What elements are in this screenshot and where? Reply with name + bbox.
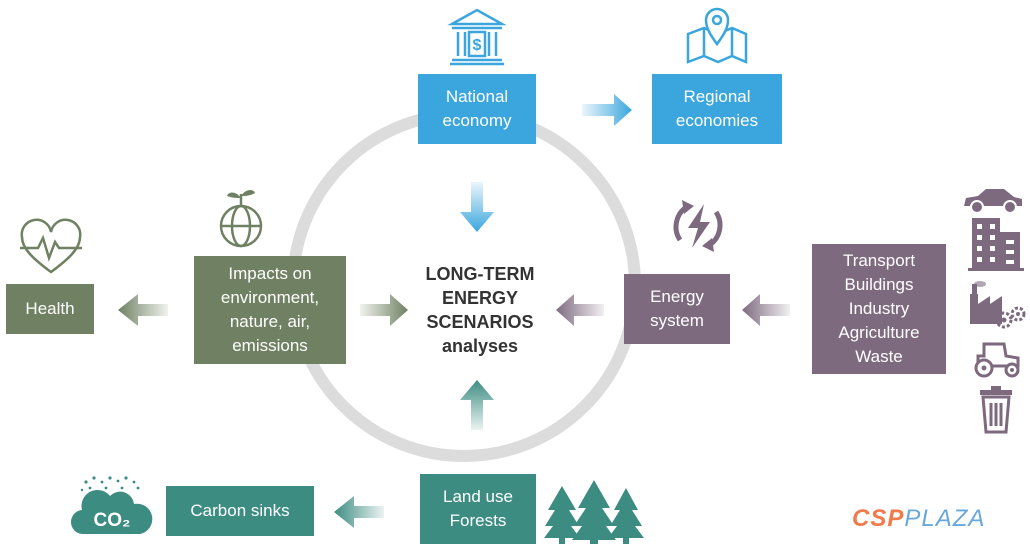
- national-economy-box: National economy: [418, 74, 536, 144]
- sector-industry: Industry: [848, 299, 910, 318]
- center-line-4: analyses: [441, 336, 519, 356]
- regional-economies-line-1: Regional: [683, 87, 751, 106]
- csp-plaza-logo: CSPPLAZA: [852, 505, 985, 533]
- land-use-line-2: Forests: [449, 511, 507, 530]
- building-icon: [968, 218, 1024, 271]
- health-label: Health: [25, 299, 75, 318]
- center-line-1: LONG-TERM: [425, 264, 535, 284]
- sectors-box: Transport Buildings Industry Agriculture…: [812, 244, 946, 374]
- logo-part-2: PLAZA: [904, 505, 986, 532]
- sector-agriculture: Agriculture: [838, 323, 920, 342]
- svg-text:$: $: [473, 37, 482, 54]
- energy-system-line-1: Energy: [650, 287, 704, 306]
- sector-transport: Transport: [842, 251, 916, 270]
- impacts-line-2: environment,: [220, 288, 320, 307]
- arrow-landuse-to-center: [460, 380, 494, 430]
- sector-buildings: Buildings: [844, 275, 914, 294]
- center-line-2: ENERGY: [441, 288, 519, 308]
- carbon-sinks-box: Carbon sinks: [166, 486, 314, 536]
- national-economy-line-1: National: [445, 87, 509, 106]
- health-box: Health: [6, 284, 94, 334]
- trash-icon: [980, 386, 1012, 434]
- lightning-cycle-icon: [673, 200, 723, 252]
- center-line-3: SCENARIOS: [426, 312, 534, 332]
- arrow-landuse-to-carbon: [334, 496, 384, 528]
- arrow-national-to-regional: [582, 94, 632, 126]
- logo-part-1: CSP: [852, 505, 905, 532]
- energy-system-box: Energy system: [624, 274, 730, 344]
- impacts-line-1: Impacts on: [228, 264, 312, 283]
- car-icon: [964, 189, 1022, 214]
- land-use-box: Land use Forests: [420, 474, 536, 544]
- impacts-line-4: emissions: [232, 336, 308, 355]
- energy-system-line-2: system: [650, 311, 704, 330]
- regional-economies-line-2: economies: [675, 111, 759, 130]
- arrow-national-to-center: [460, 182, 494, 232]
- heart-pulse-icon: [20, 218, 82, 274]
- co2-label: CO₂: [94, 510, 131, 531]
- impacts-box: Impacts on environment, nature, air, emi…: [194, 256, 346, 364]
- regional-economies-box: Regional economies: [652, 74, 782, 144]
- arrow-sectors-to-energy: [742, 294, 790, 326]
- carbon-sinks-label: Carbon sinks: [190, 501, 290, 520]
- impacts-line-3: nature, air,: [229, 312, 311, 331]
- arrow-impacts-to-center: [360, 294, 408, 326]
- bank-icon: $: [447, 8, 507, 66]
- center-title: LONG-TERM ENERGY SCENARIOS analyses: [390, 262, 570, 358]
- arrow-impacts-to-health: [118, 294, 168, 326]
- arrow-energy-to-center: [556, 294, 604, 326]
- sector-waste: Waste: [855, 347, 903, 366]
- trees-icon: [544, 480, 644, 544]
- co2-cloud-icon: CO₂: [70, 476, 153, 535]
- globe-plant-icon: [219, 189, 263, 248]
- map-pin-icon: [686, 7, 748, 64]
- land-use-line-1: Land use: [443, 487, 513, 506]
- factory-icon: [970, 281, 1026, 329]
- national-economy-line-2: economy: [442, 111, 512, 130]
- tractor-icon: [974, 342, 1020, 378]
